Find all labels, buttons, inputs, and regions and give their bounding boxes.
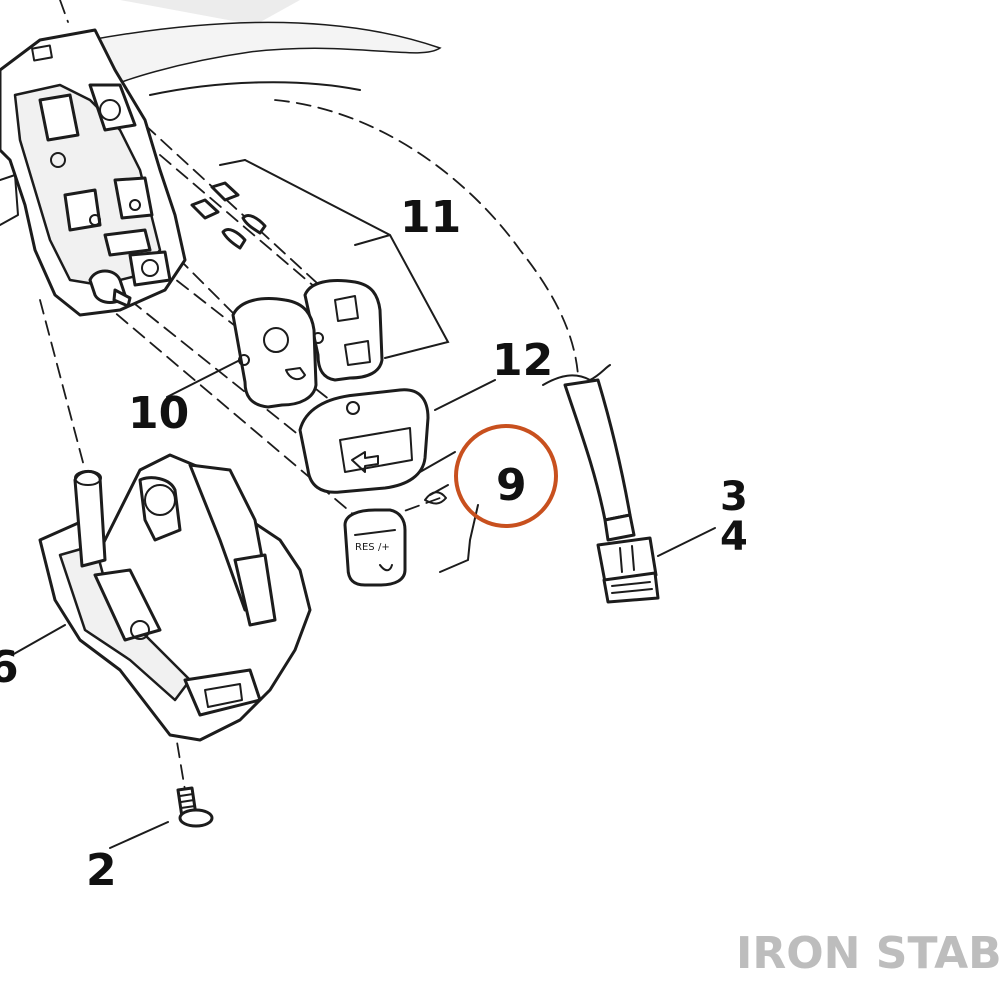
callout-9: 9 [496, 460, 527, 511]
reset-switch-cap: RES /+ [343, 508, 407, 587]
callout-12: 12 [492, 335, 553, 386]
roll-pins [190, 181, 267, 250]
watermark-text: IRON STABLE [736, 928, 1000, 979]
callout-2: 2 [86, 845, 117, 896]
reset-label: RES [355, 542, 375, 553]
lower-switch-housing [38, 453, 312, 742]
switch-cap-horn [231, 297, 318, 409]
switch-cap-headlamp [303, 279, 384, 382]
reset-suffix: /+ [378, 542, 390, 553]
turn-signal-cap [298, 388, 430, 494]
callout-11: 11 [400, 192, 461, 243]
callout-4: 4 [720, 514, 748, 560]
upper-switch-housing [0, 28, 187, 317]
spring-pin [424, 484, 449, 505]
background-swoosh [89, 0, 442, 97]
highlight-circle [454, 424, 558, 528]
callout-6: 6 [0, 642, 19, 693]
screw [176, 786, 214, 828]
callout-10: 10 [128, 388, 189, 439]
callout-3: 3 [720, 474, 748, 520]
wiring-harness [542, 364, 660, 604]
leader-lines [11, 159, 716, 849]
